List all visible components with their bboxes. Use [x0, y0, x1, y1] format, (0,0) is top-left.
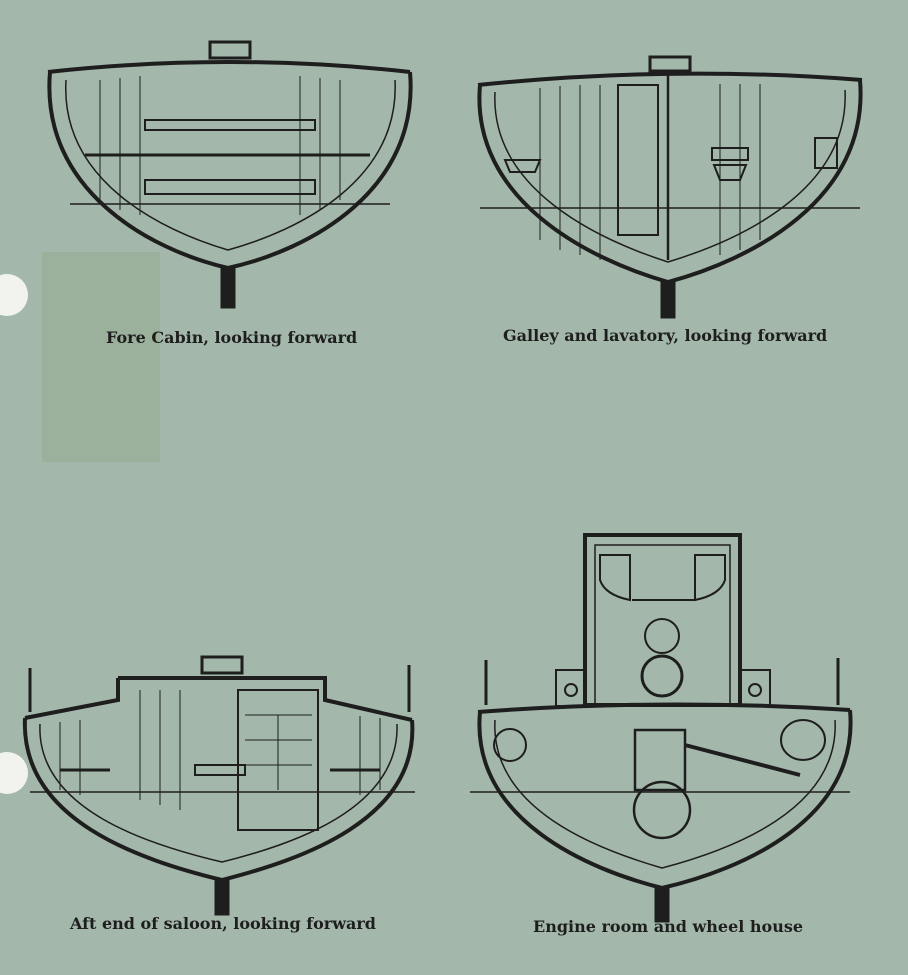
caption-fore-cabin: Fore Cabin, looking forward [106, 328, 358, 347]
caption-saloon: Aft end of saloon, looking forward [70, 914, 376, 933]
saloon-section [22, 655, 415, 916]
tape-strip [42, 252, 160, 462]
engine-room-section [470, 533, 853, 923]
galley-section [477, 55, 863, 319]
caption-galley: Galley and lavatory, looking forward [503, 326, 828, 345]
fore-cabin-section [47, 40, 413, 309]
caption-engine-room: Engine room and wheel house [533, 917, 804, 936]
